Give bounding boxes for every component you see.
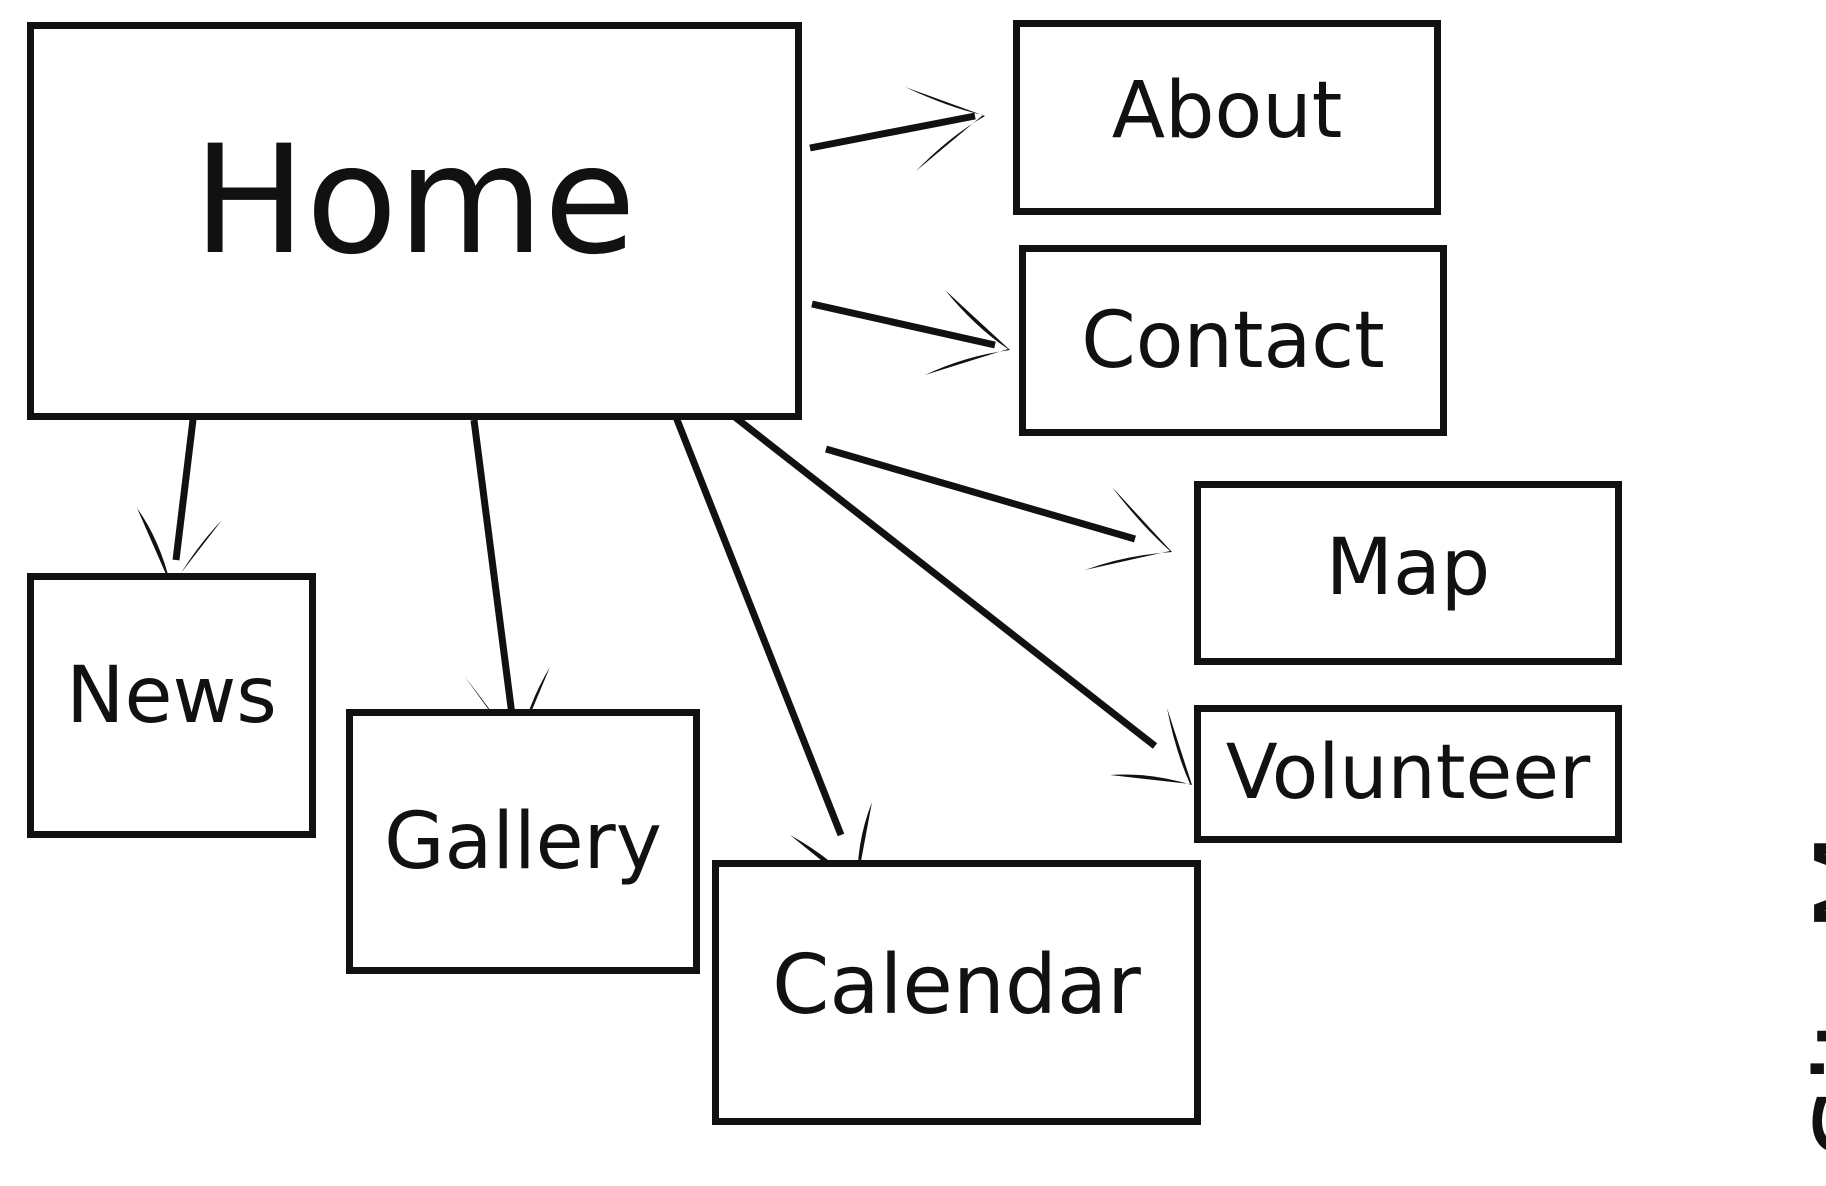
edge-home-contact [811,300,996,349]
gallery-label: Gallery [384,796,662,887]
edge-home-map [825,445,1136,543]
sitemap-title: SiteMap [1790,684,1826,1160]
volunteer-label: Volunteer [1225,726,1591,816]
edge-home-about [809,112,976,152]
home-label: Home [193,114,636,288]
arrowhead-volunteer [1110,708,1192,785]
map-label: Map [1325,523,1491,613]
about-label: About [1111,65,1343,156]
map-node[interactable]: Map [1194,481,1622,665]
news-label: News [66,650,277,741]
calendar-node[interactable]: Calendar [712,860,1201,1125]
news-node[interactable]: News [27,573,316,838]
edge-home-gallery [470,419,516,716]
arrowhead-contact [925,290,1010,375]
arrowhead-calendar [790,802,872,890]
edge-home-volunteer [728,411,1158,749]
edge-home-news [172,394,200,561]
contact-label: Contact [1081,295,1385,386]
about-node[interactable]: About [1013,20,1441,215]
gallery-node[interactable]: Gallery [346,709,700,974]
volunteer-node[interactable]: Volunteer [1194,705,1622,843]
home-node[interactable]: Home [27,22,802,420]
contact-node[interactable]: Contact [1019,245,1447,436]
edge-home-calendar [670,410,845,837]
calendar-label: Calendar [772,938,1141,1033]
